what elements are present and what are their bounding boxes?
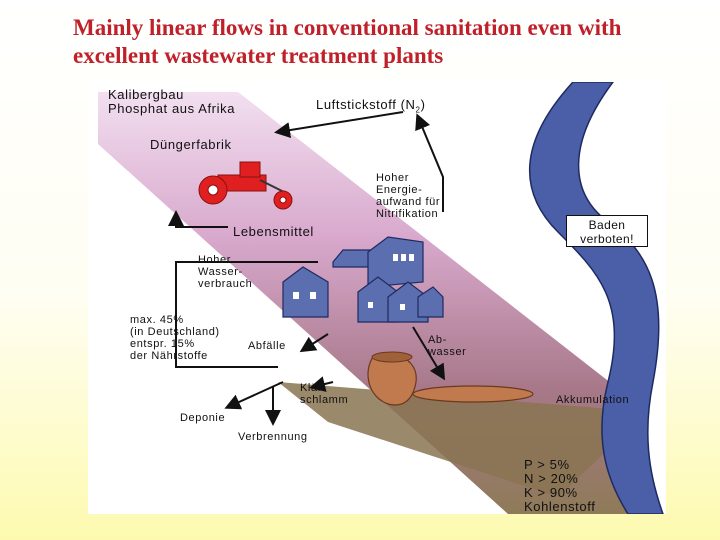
nitrogen-text: Luftstickstoff (N: [316, 97, 416, 112]
label-sludge: Klär- schlamm: [300, 382, 349, 406]
label-waste: Abfälle: [248, 340, 286, 352]
label-energy: Hoher Energie- aufwand für Nitrifikation: [376, 172, 441, 220]
slide-title: Mainly linear flows in conventional sani…: [73, 14, 713, 70]
label-wastewater: Ab- wasser: [428, 334, 467, 358]
label-factory: Düngerfabrik: [150, 137, 232, 152]
label-nutrients: max. 45% (in Deutschland) entspr. 15% de…: [130, 314, 220, 362]
treatment-basin-icon: [412, 385, 534, 403]
label-source: Kalibergbau Phosphat aus Afrika: [108, 87, 236, 116]
label-accumulation: Akkumulation: [556, 394, 630, 406]
label-water-use: Hoher Wasser- verbrauch: [198, 254, 253, 290]
label-food: Lebensmittel: [233, 224, 314, 239]
diagram-graphics: [98, 82, 664, 514]
flow-arrows: [168, 111, 446, 426]
title-line-1: Mainly linear flows in conventional sani…: [73, 15, 622, 40]
title-line-2: excellent wastewater treatment plants: [73, 43, 444, 68]
nitrogen-subscript: 2: [415, 105, 421, 115]
tractor-icon: [198, 161, 293, 210]
nitrogen-close: ): [420, 97, 426, 112]
flow-diagram: Kalibergbau Phosphat aus Afrika Luftstic…: [88, 82, 666, 514]
pot-icon: [367, 353, 417, 406]
label-loads: P > 5% N > 20% K > 90% Kohlenstoff: [524, 457, 596, 514]
label-incineration: Verbrennung: [238, 431, 308, 443]
flow-band-lower: [278, 382, 648, 497]
label-landfill: Deponie: [180, 412, 226, 424]
label-nitrogen: Luftstickstoff (N2): [316, 98, 426, 118]
no-swimming-sign: Baden verboten!: [566, 215, 648, 247]
houses-icon: [282, 236, 444, 323]
